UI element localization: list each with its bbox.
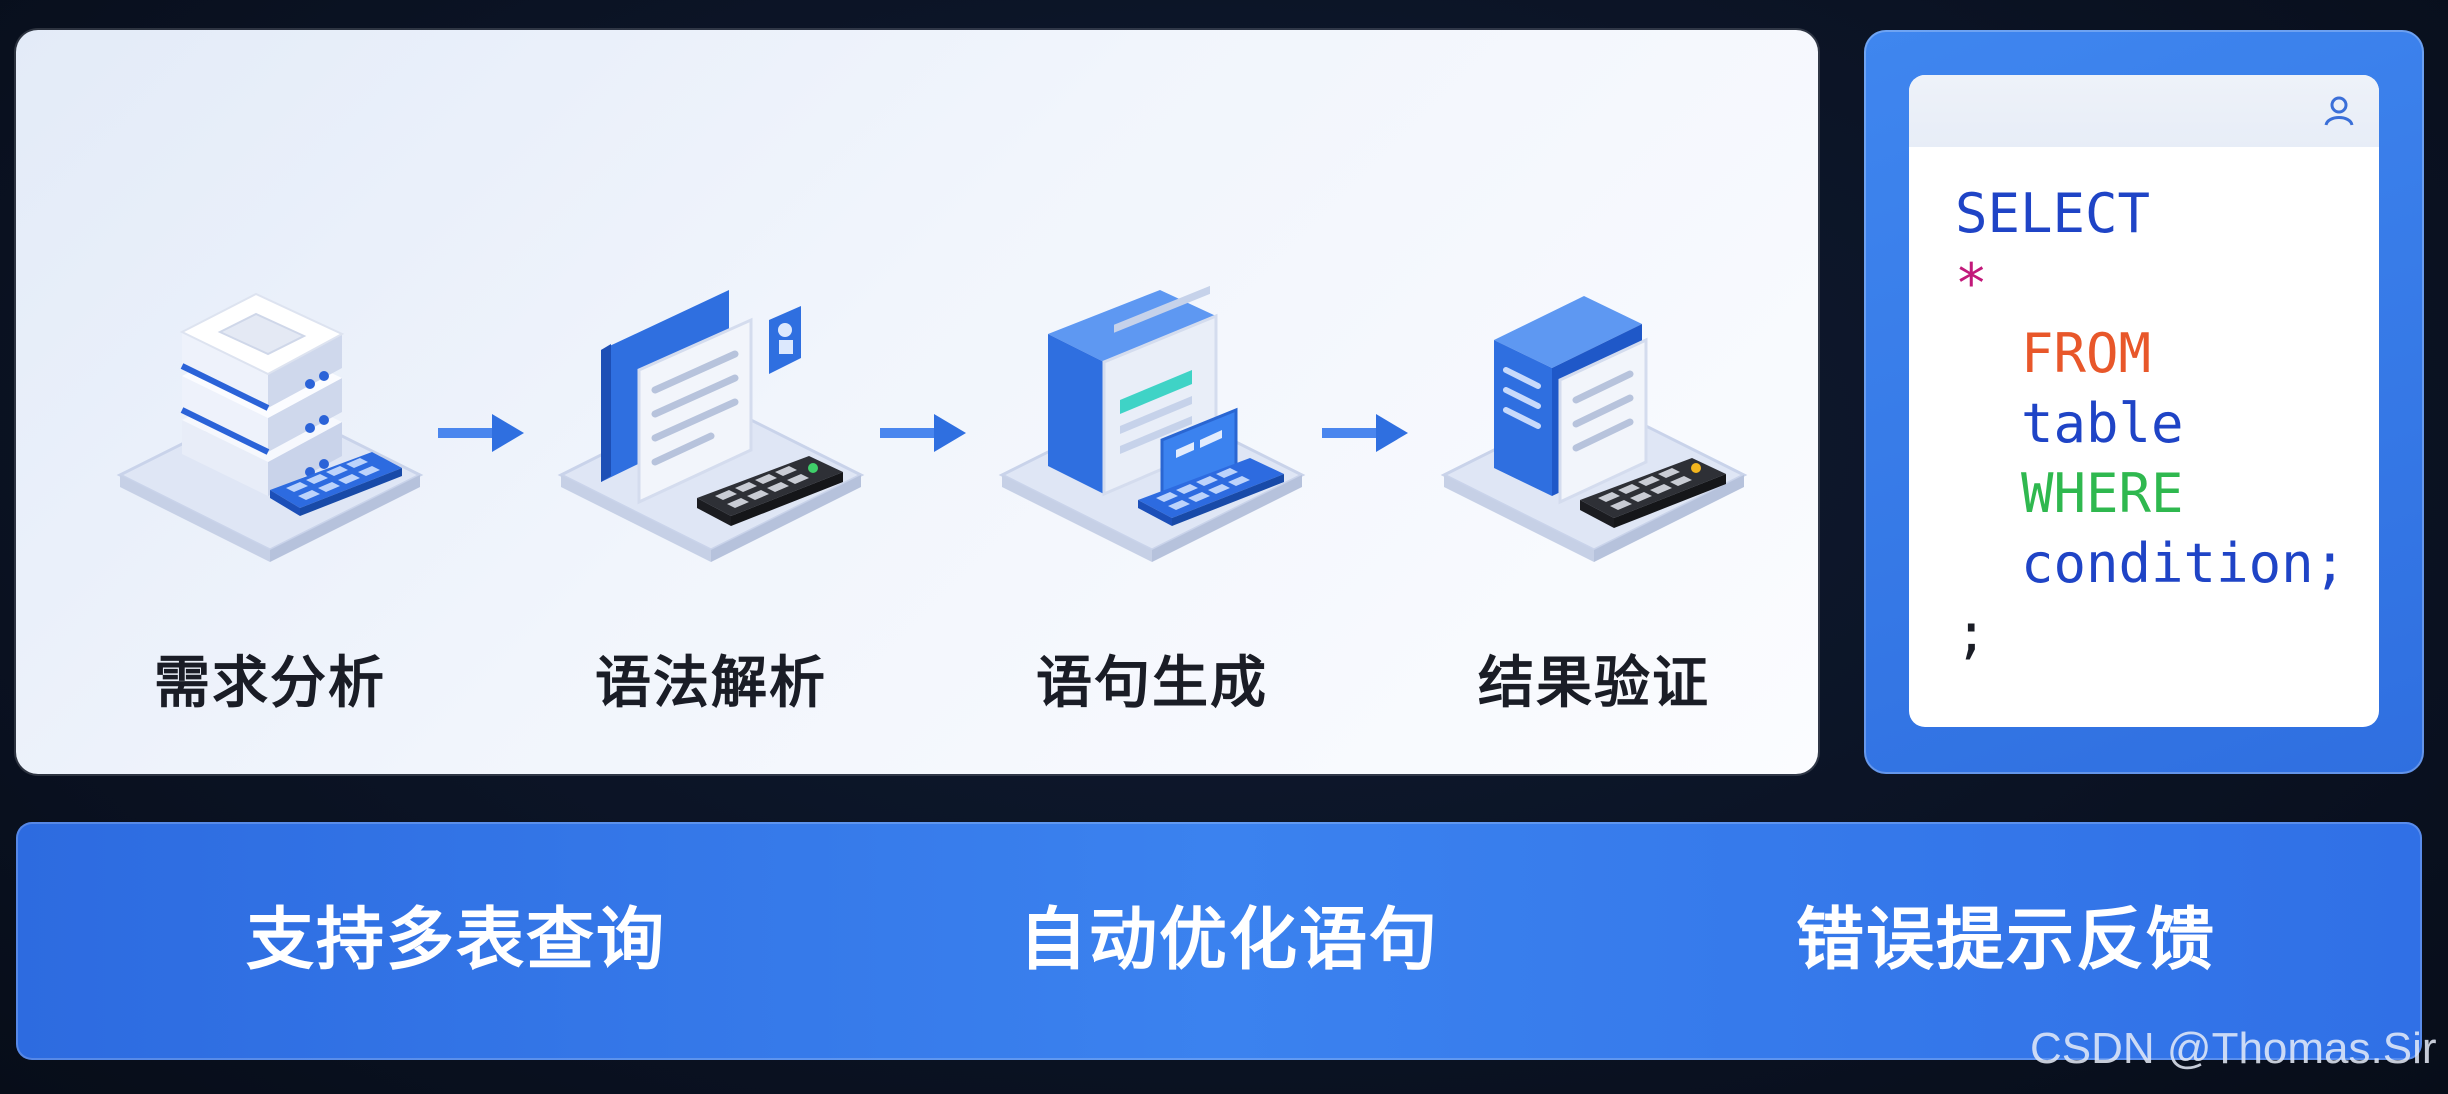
code-line-semicolon: ; xyxy=(1955,602,1988,665)
arrow-right-icon xyxy=(880,414,966,452)
code-window-header xyxy=(1909,75,2379,147)
database-server-icon xyxy=(116,292,424,562)
code-line-select: SELECT xyxy=(1955,182,2151,245)
step-requirement-analysis: 需求分析 xyxy=(110,250,430,730)
step-label: 需求分析 xyxy=(154,651,386,716)
code-window: SELECT * FROM table WHERE condition; ; xyxy=(1909,75,2379,727)
step-result-verification: 结果验证 xyxy=(1434,250,1754,730)
feature-error-feedback: 错误提示反馈 xyxy=(1795,901,2216,980)
verify-document-icon xyxy=(1440,296,1748,562)
code-line-where: WHERE xyxy=(2021,462,2184,525)
feature-auto-optimize: 自动优化语句 xyxy=(1018,901,1439,980)
code-line-from: FROM xyxy=(2021,322,2152,385)
step-label: 语句生成 xyxy=(1036,651,1268,716)
code-line-star: * xyxy=(1955,252,1988,315)
step-label: 语法解析 xyxy=(595,651,827,716)
sql-code-card: SELECT * FROM table WHERE condition; ; xyxy=(1864,30,2424,774)
step-statement-generation: 语句生成 xyxy=(992,250,1312,730)
feature-multi-table-query: 支持多表查询 xyxy=(245,901,666,980)
code-line-table: table xyxy=(2021,392,2184,455)
step-label: 结果验证 xyxy=(1478,651,1710,716)
code-line-condition: condition; xyxy=(2021,532,2347,595)
feature-bar: 支持多表查询 自动优化语句 错误提示反馈 xyxy=(16,822,2422,1060)
step-syntax-parsing: 语法解析 xyxy=(551,250,871,730)
document-parse-icon xyxy=(557,290,865,562)
user-icon[interactable] xyxy=(2321,93,2357,129)
arrow-right-icon xyxy=(438,414,524,452)
code-generate-icon xyxy=(998,285,1306,562)
arrow-right-icon xyxy=(1322,414,1408,452)
flow-panel: 需求分析 xyxy=(16,30,1818,774)
sql-code: SELECT * FROM table WHERE condition; ; xyxy=(1955,179,2346,669)
watermark: CSDN @Thomas.Sir xyxy=(2030,1024,2437,1073)
